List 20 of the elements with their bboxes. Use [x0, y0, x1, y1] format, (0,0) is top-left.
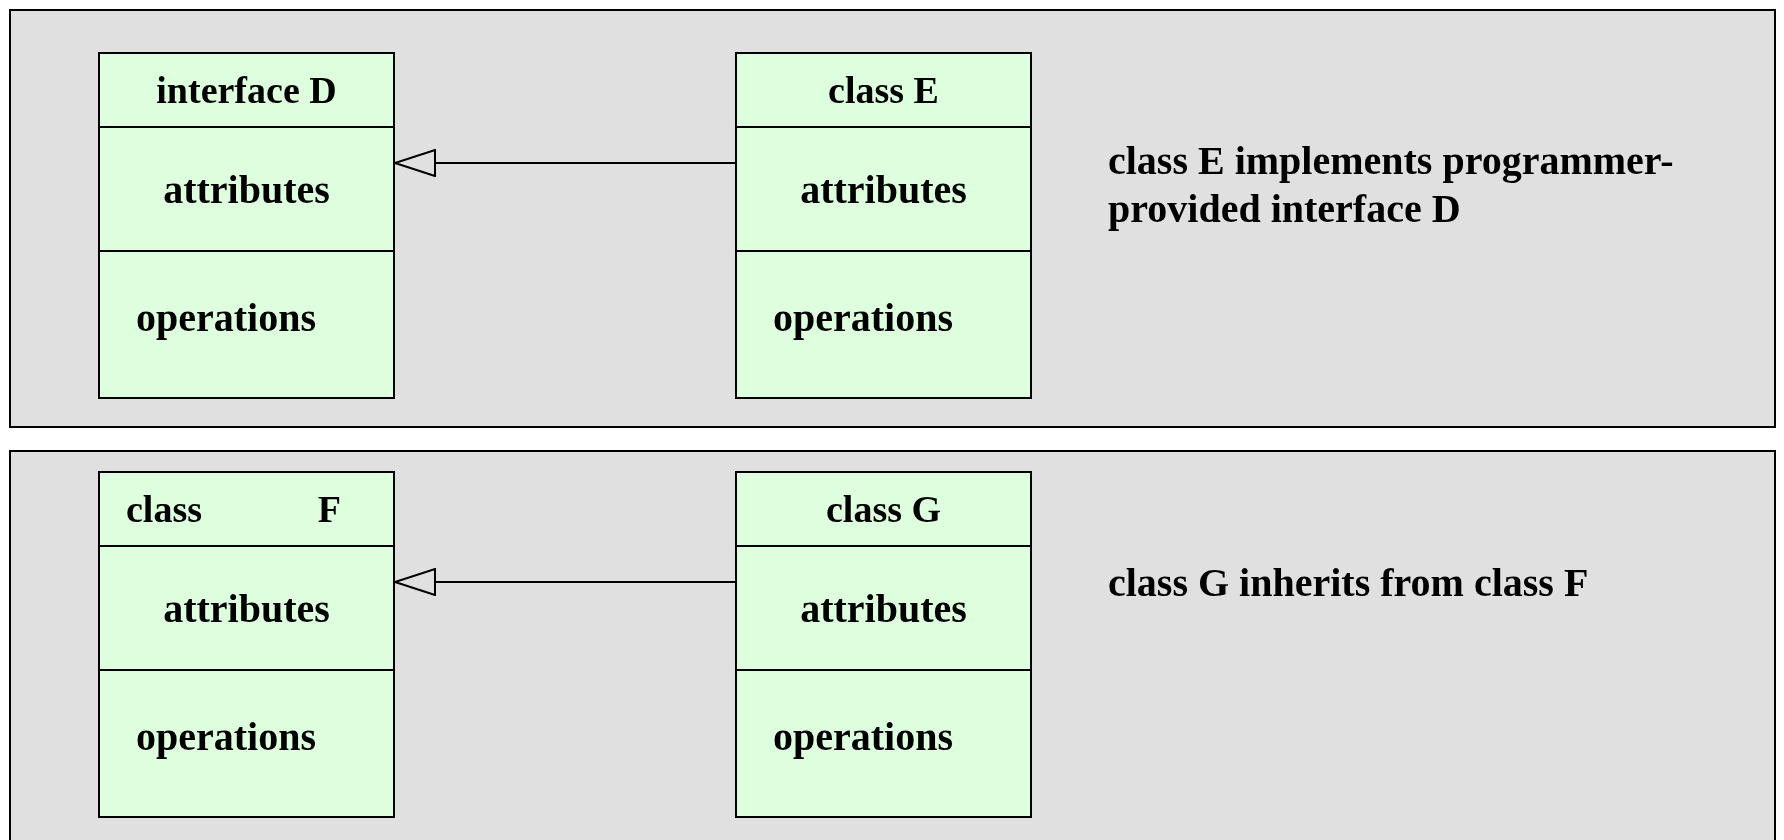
operations-section: operations — [773, 294, 953, 341]
class-box — [98, 471, 395, 818]
operations-section: operations — [136, 294, 316, 341]
class-box — [735, 471, 1032, 818]
class-box — [735, 52, 1032, 399]
operations-section: operations — [136, 713, 316, 760]
description-text: class E implements programmer-provided interface D — [1108, 137, 1675, 233]
arrow — [394, 149, 736, 177]
class-name: interface D — [156, 68, 337, 112]
attributes-section: attributes — [800, 165, 967, 213]
description-text: class G inherits from class F — [1108, 559, 1590, 607]
class-name: class G — [825, 487, 942, 531]
operations-section: operations — [773, 713, 953, 760]
attributes-section: attributes — [163, 584, 330, 632]
class-name: class F — [126, 487, 341, 531]
arrow — [394, 568, 736, 596]
attributes-section: attributes — [163, 165, 330, 213]
class-name: class E — [828, 68, 939, 112]
attributes-section: attributes — [800, 584, 967, 632]
class-box — [98, 52, 395, 399]
